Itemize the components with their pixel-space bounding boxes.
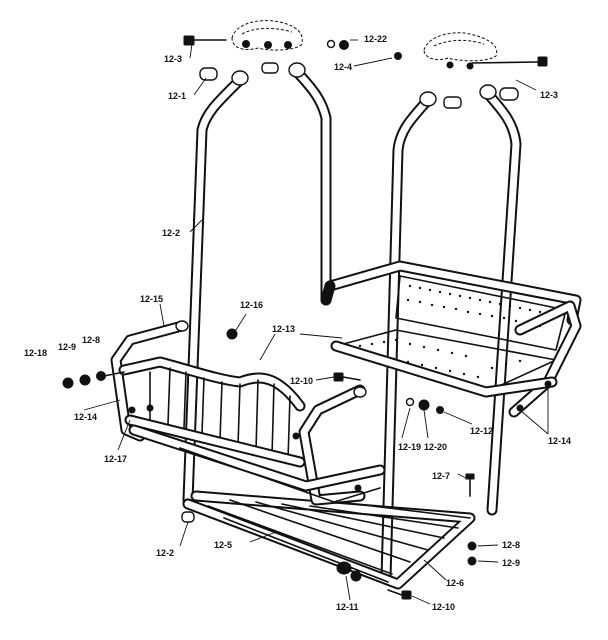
rear-seat <box>324 260 582 418</box>
label-12-5: 12-5 <box>214 540 232 550</box>
label-12-2-top: 12-2 <box>162 228 180 238</box>
label-12-14-left: 12-14 <box>74 412 97 422</box>
label-12-3-right: 12-3 <box>540 90 558 100</box>
label-12-20: 12-20 <box>424 442 447 452</box>
label-12-13: 12-13 <box>272 324 295 334</box>
label-12-9-left: 12-9 <box>58 342 76 352</box>
hanger-arms <box>182 62 522 585</box>
rear-back-perforations <box>406 284 552 328</box>
label-12-17: 12-17 <box>104 454 127 464</box>
top-hanger-hardware <box>183 20 548 109</box>
label-12-9-right: 12-9 <box>502 558 520 568</box>
base-platform <box>182 490 476 590</box>
label-12-3-left: 12-3 <box>164 54 182 64</box>
label-12-8-right: 12-8 <box>502 540 520 550</box>
label-12-19: 12-19 <box>398 442 421 452</box>
label-12-11: 12-11 <box>336 602 359 612</box>
label-12-15: 12-15 <box>140 294 163 304</box>
loose-hardware <box>62 313 477 600</box>
label-12-22: 12-22 <box>364 34 387 44</box>
label-12-7: 12-7 <box>432 471 450 481</box>
label-12-4: 12-4 <box>334 62 352 72</box>
label-12-1: 12-1 <box>168 91 186 101</box>
label-12-12: 12-12 <box>470 426 493 436</box>
label-12-16: 12-16 <box>240 300 263 310</box>
leader-lines <box>83 39 549 605</box>
front-seat <box>110 280 386 506</box>
label-12-10-bottom: 12-10 <box>432 602 455 612</box>
label-12-10-center: 12-10 <box>290 376 313 386</box>
label-12-8-left: 12-8 <box>82 335 100 345</box>
label-12-14-right: 12-14 <box>548 436 571 446</box>
label-12-6: 12-6 <box>446 578 464 588</box>
label-12-2-bottom: 12-2 <box>156 548 174 558</box>
label-12-18: 12-18 <box>24 348 47 358</box>
rear-seat-perforations <box>358 338 522 379</box>
part-labels: 12-3 12-22 12-1 12-4 12-3 12-2 12-15 12-… <box>24 34 571 612</box>
front-seat-back-slats <box>149 367 291 461</box>
